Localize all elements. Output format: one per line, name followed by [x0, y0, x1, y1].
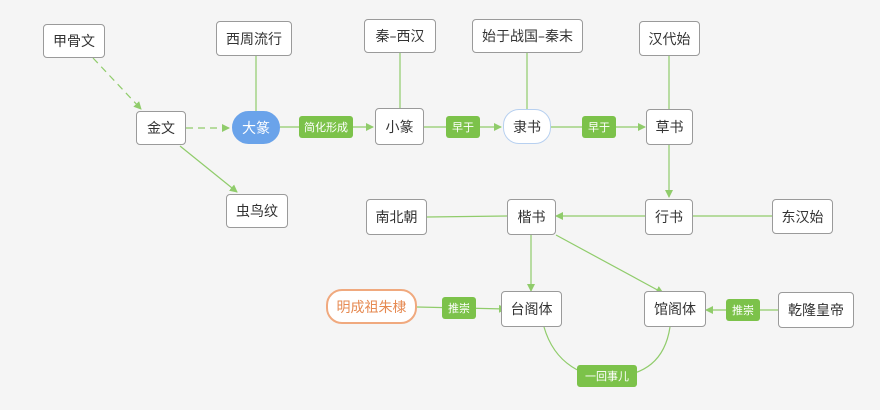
edge-label-yihuishi: 一回事儿 — [577, 365, 637, 387]
edge-kaishu-guangeti — [555, 234, 664, 294]
edge-jinwen-chongniaowen — [179, 145, 238, 193]
node-qianlong: 乾隆皇帝 — [778, 292, 854, 328]
node-handaishi: 汉代始 — [639, 21, 700, 56]
node-xingshu: 行书 — [645, 199, 693, 235]
edge-label-jianhua: 简化形成 — [299, 116, 353, 138]
node-taigeti: 台阁体 — [501, 291, 562, 327]
node-guangeti: 馆阁体 — [644, 291, 706, 327]
edge-jiaguwen-jinwen — [92, 57, 142, 110]
node-dazhuan: 大篆 — [232, 111, 280, 144]
edge-label-tuichong-1: 推崇 — [442, 297, 476, 319]
edge-label-tuichong-2: 推崇 — [726, 299, 760, 321]
node-nanbeichao: 南北朝 — [366, 199, 427, 235]
node-xiaozhuan: 小篆 — [375, 108, 424, 145]
node-jinwen: 金文 — [136, 111, 186, 145]
node-kaishu: 楷书 — [507, 199, 556, 235]
edge-label-zaoyu-1: 早于 — [446, 116, 480, 138]
edge-nanbeichao-kaishu — [426, 215, 508, 218]
node-shiyu: 始于战国–秦末 — [472, 19, 583, 53]
node-jiaguwen: 甲骨文 — [43, 24, 105, 58]
node-mingchengzu: 明成祖朱棣 — [326, 289, 417, 324]
edge-label-zaoyu-2: 早于 — [582, 116, 616, 138]
node-xizhou: 西周流行 — [216, 21, 292, 56]
node-chongniaowen: 虫鸟纹 — [226, 194, 288, 228]
node-donghanshi: 东汉始 — [772, 199, 833, 234]
node-caoshu: 草书 — [646, 109, 693, 145]
node-qinxihan: 秦–西汉 — [364, 19, 436, 53]
node-lishu: 隶书 — [503, 109, 551, 144]
